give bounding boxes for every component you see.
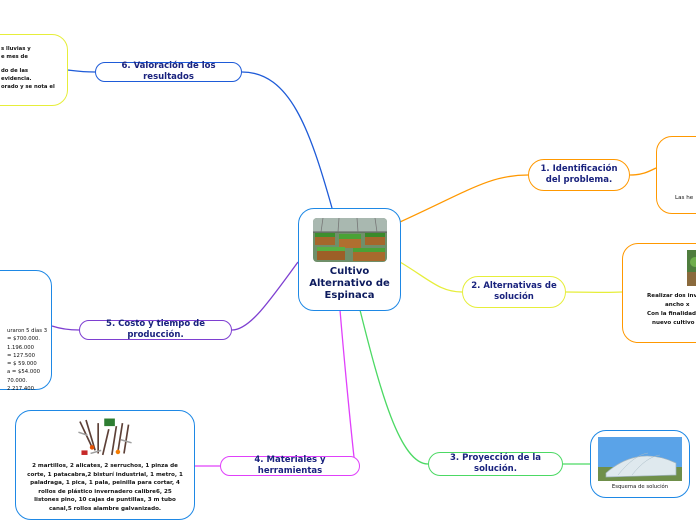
valoracion-line: orado y se nota el — [1, 84, 55, 91]
link-b5 — [231, 261, 299, 331]
branch-materiales-herramientas[interactable]: 4. Materiales y herramientas — [220, 455, 360, 476]
detail-materiales[interactable]: 2 martillos, 2 alicates, 2 serruchos, 1 … — [15, 410, 195, 520]
valoracion-line: e mes de — [1, 54, 28, 61]
detail-proyeccion[interactable]: Esquema de solución — [590, 430, 690, 498]
materials-list: 2 martillos, 2 alicates, 2 serruchos, 1 … — [27, 463, 183, 512]
detail-line: Con la finalidad — [647, 311, 696, 317]
link-b3 — [359, 309, 429, 465]
central-topic[interactable]: Cultivo Alternativo de Espinaca — [298, 208, 401, 311]
cost-line: = $700.000. — [7, 336, 41, 343]
branch-label: 5. Costo y tiempo de producción. — [106, 319, 205, 340]
detail-line: nuevo cultivo — [652, 320, 695, 326]
link-b4 — [339, 309, 356, 467]
link-b1 — [399, 174, 529, 223]
cost-line: 70.000. — [7, 377, 28, 384]
detail-text: Las he — [675, 195, 694, 202]
detail-line: Realizar dos inv — [647, 293, 696, 299]
cost-line: = $ 59.000 — [7, 361, 37, 368]
central-topic-title: Cultivo Alternativo de Espinaca — [309, 265, 390, 301]
link-b6 — [241, 71, 333, 209]
valoracion-line: do de las — [1, 67, 29, 74]
valoracion-line: s lluvias y — [1, 46, 31, 52]
branch-valoracion-resultados[interactable]: 6. Valoración de los resultados — [95, 61, 242, 82]
branch-proyeccion-solucion[interactable]: 3. Proyección de la solución. — [428, 452, 563, 476]
greenhouse-scheme-image — [598, 436, 682, 481]
greenhouse-image — [312, 217, 387, 262]
branch-label: 6. Valoración de los resultados — [121, 61, 216, 82]
branch-label: 4. Materiales y herramientas — [254, 455, 326, 476]
detail-caption: Esquema de solución — [611, 483, 669, 490]
detail-alternativas[interactable]: Realizar dos inv ancho x Con la finalida… — [622, 243, 696, 343]
link-d5 — [51, 325, 80, 331]
branch-identificacion-problema[interactable]: 1. Identificación del problema. — [528, 159, 630, 191]
cost-line: a = $54.000 — [7, 369, 40, 376]
detail-line: ancho x — [665, 302, 690, 308]
valoracion-line: evidencia. — [1, 75, 32, 82]
branch-costo-tiempo[interactable]: 5. Costo y tiempo de producción. — [79, 319, 232, 340]
plant-image — [687, 250, 696, 286]
cost-line: 2.217.400. — [7, 386, 36, 393]
branch-label: 1. Identificación del problema. — [540, 164, 618, 185]
detail-costo[interactable]: uraron 5 días 3 = $700.000. 1.196.000 = … — [0, 270, 52, 393]
cost-line: 1.196.000 — [7, 344, 34, 351]
detail-identificacion[interactable]: Las he — [656, 136, 696, 214]
link-d1 — [629, 167, 657, 176]
branch-alternativas-solucion[interactable]: 2. Alternativas de solución — [462, 276, 566, 308]
link-b2 — [399, 261, 463, 293]
detail-valoracion[interactable]: s lluvias y e mes de do de las evidencia… — [0, 34, 68, 106]
branch-label: 3. Proyección de la solución. — [450, 453, 541, 474]
tools-image — [75, 417, 135, 458]
cost-line: = 127.500 — [7, 352, 36, 359]
branch-label: 2. Alternativas de solución — [471, 281, 557, 302]
link-d6 — [67, 69, 96, 73]
cost-line: uraron 5 días 3 — [7, 328, 48, 334]
